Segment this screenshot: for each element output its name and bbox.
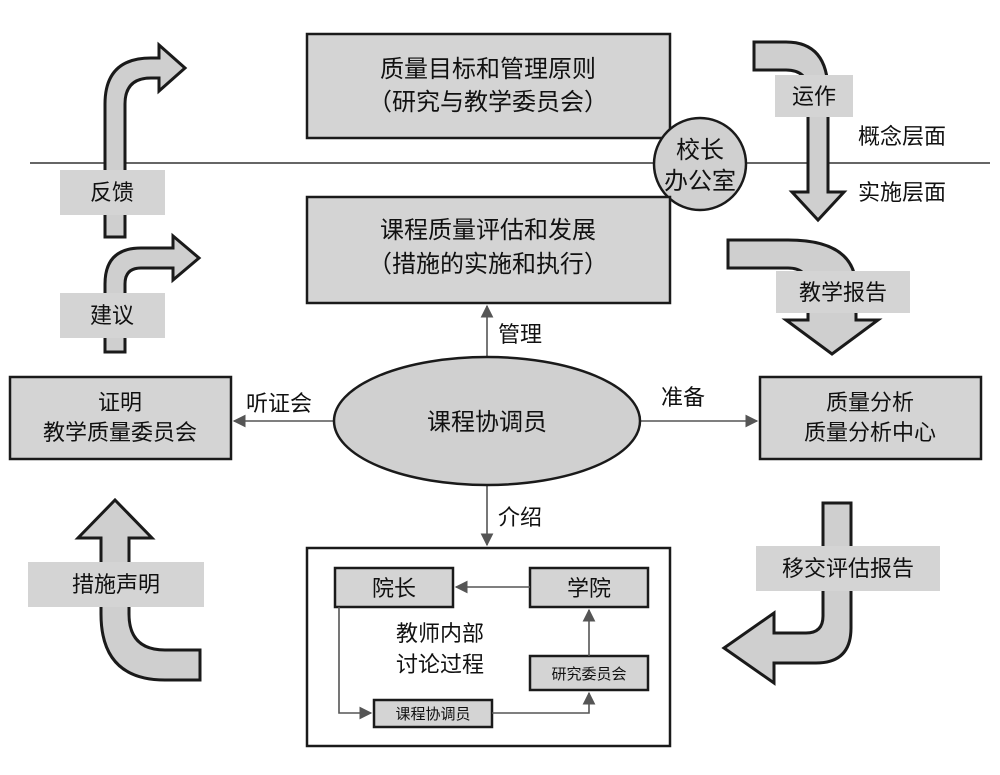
coordinator-ellipse: 课程协调员 xyxy=(332,355,642,487)
research-committee-box xyxy=(528,654,650,692)
teaching-report-label: 教学报告 xyxy=(799,281,887,306)
research-committee-label: 研究委员会 xyxy=(551,665,626,683)
coordinator-label: 课程协调员 xyxy=(427,408,547,436)
transfer-report-label: 移交评估报告 xyxy=(782,557,914,582)
dean-box xyxy=(333,566,455,609)
quality-analysis-line2: 质量分析中心 xyxy=(804,421,936,446)
certification-line1: 证明 xyxy=(98,391,142,416)
operation-down-arrow xyxy=(752,40,848,223)
feedback-label: 反馈 xyxy=(90,181,134,206)
course-quality-box: 课程质量评估和发展 （措施的实施和执行） xyxy=(305,195,672,305)
dean-label: 院长 xyxy=(372,577,416,602)
coordinator-to-committee-connector xyxy=(492,691,596,714)
measures-label: 措施声明 xyxy=(72,573,160,598)
implementation-level-label: 实施层面 xyxy=(858,181,946,206)
certification-box: 证明 教学质量委员会 xyxy=(8,375,233,461)
quality-goals-line2: （研究与教学委员会） xyxy=(368,88,608,116)
inner-coordinator-label: 课程协调员 xyxy=(395,705,470,723)
quality-analysis-line1: 质量分析 xyxy=(826,391,914,416)
course-quality-line2: （措施的实施和执行） xyxy=(368,250,608,278)
operation-label: 运作 xyxy=(792,85,836,110)
teaching-report-down-arrow xyxy=(726,238,883,356)
quality-analysis-box: 质量分析 质量分析中心 xyxy=(758,375,983,461)
quality-goals-line1: 质量目标和管理原则 xyxy=(380,55,596,83)
suggestion-bent-arrow xyxy=(103,232,202,354)
faculty-process-container: 院长 学院 教师内部 讨论过程 研究委员会 课程协调员 xyxy=(305,546,672,748)
principal-office-line1: 校长 xyxy=(676,136,724,164)
principal-office-circle: 校长 办公室 xyxy=(652,116,748,212)
course-quality-line1: 课程质量评估和发展 xyxy=(380,216,596,244)
discussion-line2: 讨论过程 xyxy=(396,653,484,678)
hearing-label: 听证会 xyxy=(246,392,312,417)
college-box xyxy=(528,566,650,609)
quality-goals-box: 质量目标和管理原则 （研究与教学委员会） xyxy=(305,32,672,140)
measures-up-arrow xyxy=(74,497,202,682)
college-label: 学院 xyxy=(567,577,611,602)
transfer-report-left-arrow xyxy=(721,501,853,686)
prepare-label: 准备 xyxy=(661,386,705,411)
suggestion-label: 建议 xyxy=(90,304,134,329)
manage-label: 管理 xyxy=(498,323,542,348)
principal-office-line2: 办公室 xyxy=(664,167,736,195)
dean-to-coordinator-connector xyxy=(338,607,373,720)
certification-line2: 教学质量委员会 xyxy=(43,421,197,446)
concept-level-label: 概念层面 xyxy=(858,125,946,150)
discussion-line1: 教师内部 xyxy=(396,622,484,647)
introduce-label: 介绍 xyxy=(498,506,542,531)
